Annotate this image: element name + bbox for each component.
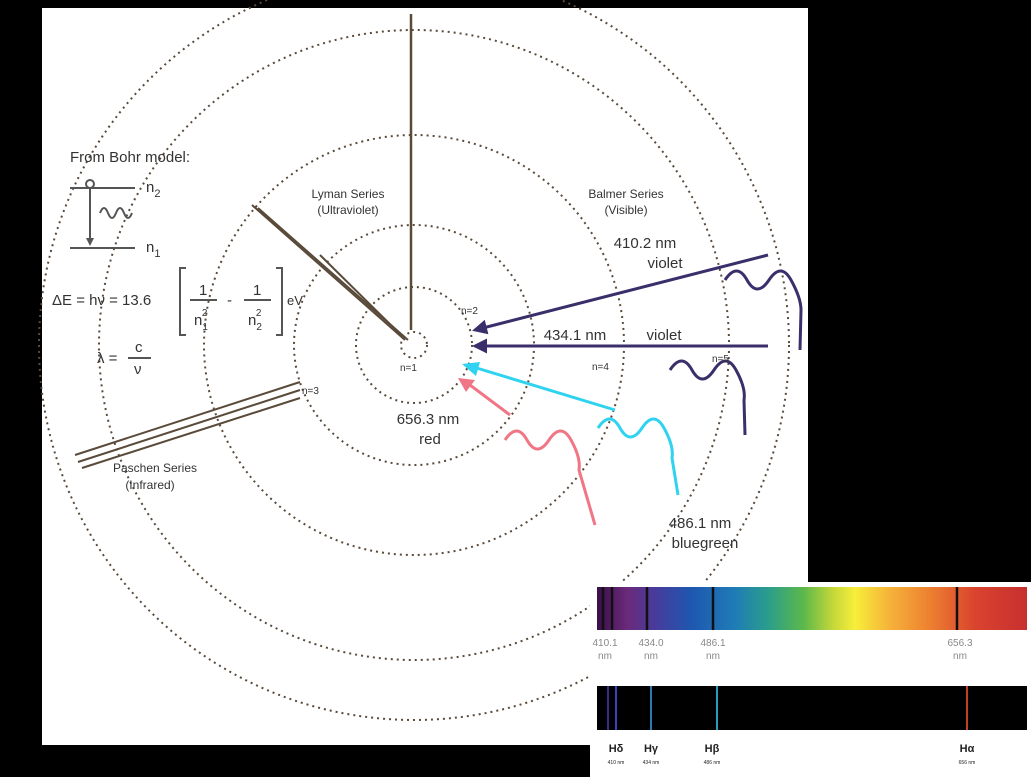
photon-434-wave (668, 359, 747, 436)
bohr-sketch (70, 179, 135, 249)
wavelength-434: 434.1 nm (544, 327, 607, 344)
level-n2: n=2 (461, 306, 478, 317)
emission-nm-hdelta: 410 nm (608, 760, 625, 766)
lyman-lines (251, 204, 409, 341)
formula-brackets (128, 267, 283, 359)
lambda-den: ν (134, 361, 142, 378)
transition-656-arrow (465, 380, 511, 417)
emission-nm-hbeta: 486 nm (704, 760, 721, 766)
balmer-title: Balmer Series (588, 187, 663, 201)
spectrum-label-434-value: 434.0 (638, 638, 663, 649)
photon-410-wave (723, 269, 803, 351)
spectrum-label-486-value: 486.1 (700, 638, 725, 649)
orbit-n1 (400, 331, 428, 359)
n1-label: n1 (146, 239, 160, 260)
spectrum-label-656-value: 656.3 (947, 638, 972, 649)
paschen-title: Paschen Series (113, 461, 197, 475)
paschen-subtitle: (Infrared) (125, 478, 174, 492)
lambda-formula: λ = (97, 350, 118, 367)
frac1-num: 1 (199, 282, 207, 299)
wavelength-486: 486.1 nm (669, 515, 732, 532)
spectrum-label-410-unit: nm (598, 651, 612, 662)
lyman-title: Lyman Series (312, 187, 385, 201)
level-n3: n=3 (302, 386, 319, 397)
transition-486-arrow (469, 364, 616, 412)
color-434: violet (646, 327, 682, 344)
level-n5: n=5 (712, 354, 729, 365)
emission-label-hbeta: Hβ (705, 743, 720, 755)
wavelength-656: 656.3 nm (397, 411, 460, 428)
photon-656-wave (503, 429, 597, 526)
spectrum-label-486-unit: nm (706, 651, 720, 662)
level-n1: n=1 (400, 363, 417, 374)
continuous-spectrum (597, 587, 1027, 630)
frac2-den: n22 (248, 308, 262, 333)
frac1-den: n12 (194, 308, 208, 333)
arrowhead-486 (462, 362, 480, 376)
lyman-subtitle: (Ultraviolet) (317, 203, 378, 217)
n2-label: n2 (146, 179, 160, 200)
bohr-title: From Bohr model: (70, 149, 190, 166)
level-n4: n=4 (592, 362, 609, 373)
color-486: bluegreen (672, 535, 739, 552)
energy-formula: ΔE = hν = 13.6 (52, 292, 151, 309)
color-656: red (419, 431, 441, 448)
frac2-num: 1 (253, 282, 261, 299)
balmer-subtitle: (Visible) (604, 203, 647, 217)
emission-nm-halpha: 656 nm (959, 760, 976, 766)
minus-sign: - (227, 292, 232, 309)
color-410: violet (647, 255, 683, 272)
photon-486-wave (596, 417, 680, 496)
emission-label-hgamma: Hγ (644, 743, 659, 755)
lambda-num: c (135, 339, 143, 356)
emission-lines (607, 686, 968, 730)
emission-spectrum (597, 686, 1027, 730)
spectrum-label-434-unit: nm (644, 651, 658, 662)
transition-410-arrow (472, 253, 769, 335)
paschen-lines (74, 381, 301, 469)
emission-label-hdelta: Hδ (609, 743, 624, 755)
wavelength-410: 410.2 nm (614, 235, 677, 252)
orbit-n6 (38, 0, 790, 721)
absorption-lines (601, 587, 959, 630)
spectrum-label-656-unit: nm (953, 651, 967, 662)
spectrum-label-410-value: 410.1 (592, 638, 617, 649)
emission-nm-hgamma: 434 nm (643, 760, 660, 766)
arrowhead-656 (458, 378, 475, 392)
emission-label-halpha: Hα (960, 743, 975, 755)
energy-unit: eV (287, 293, 303, 308)
